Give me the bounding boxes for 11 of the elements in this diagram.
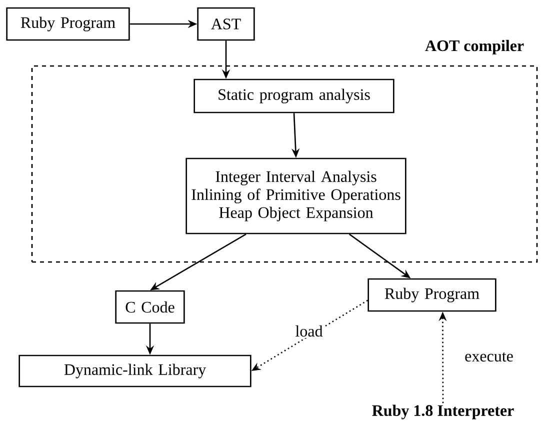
process-box: Dynamic-link Library xyxy=(18,354,252,388)
process-box: Ruby Program xyxy=(6,7,130,41)
interpreter-label: Ruby 1.8 Interpreter xyxy=(372,404,514,420)
process-box: Ruby Program xyxy=(368,278,496,312)
process-box: AST xyxy=(197,7,255,41)
process-box: Static program analysis xyxy=(194,78,394,114)
process-box: C Code xyxy=(115,290,185,324)
edge-label: load xyxy=(294,324,324,338)
node-label: AOT compiler xyxy=(425,40,524,54)
process-box: Integer Interval Analysis Inlining of Primitive Operations Heap Object Expansion xyxy=(186,158,406,234)
edge-label: execute xyxy=(463,351,515,363)
